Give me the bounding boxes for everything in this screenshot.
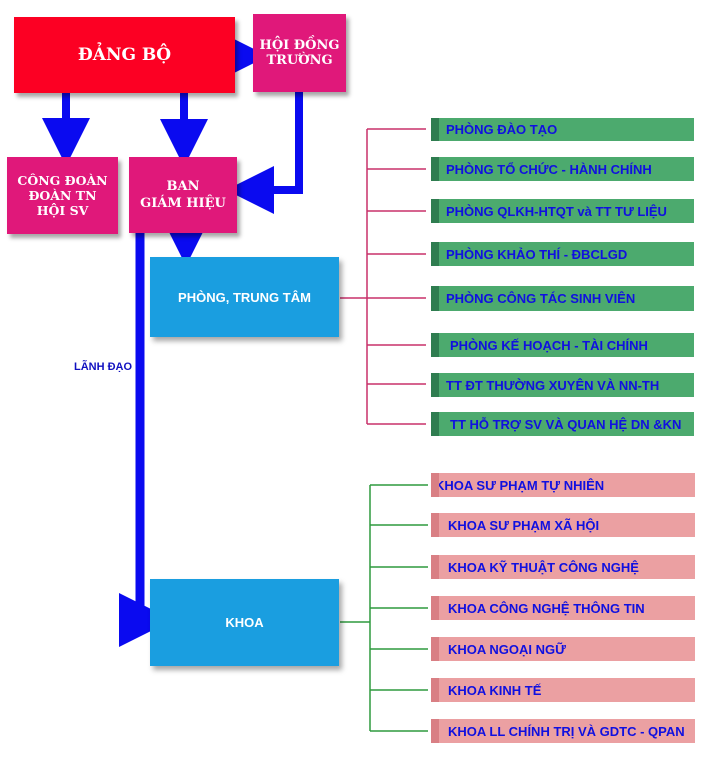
phong-trung-tam-box: PHÒNG, TRUNG TÂM [150,257,339,337]
phong-item: PHÒNG TỔ CHỨC - HÀNH CHÍNH [431,157,694,181]
phong-item-label: PHÒNG KHẢO THÍ - ĐBCLGD [446,246,628,262]
khoa-item-label: KHOA SƯ PHẠM XÃ HỘI [448,517,600,533]
phong-item-label: PHÒNG ĐÀO TẠO [446,122,558,137]
phong-item: PHÒNG KHẢO THÍ - ĐBCLGD [431,242,694,266]
phong-item: PHÒNG CÔNG TÁC SINH VIÊN [431,286,694,311]
khoa-item-label: KHOA KINH TẾ [448,682,542,698]
khoa-item-label: KHOA KỸ THUẬT CÔNG NGHỆ [448,559,639,575]
dang-bo-label: ĐẢNG BỘ [77,45,172,65]
bgh-label-line1: BAN [166,179,200,194]
bgh-label-line2: GIÁM HIỆU [140,196,226,211]
phong-item-label: PHÒNG QLKH-HTQT và TT TƯ LIỆU [446,203,667,219]
phong-item: PHÒNG ĐÀO TẠO [431,118,694,141]
khoa-item: KHOA SƯ PHẠM TỰ NHIÊN [431,473,695,497]
hoi-dong-label-line1: HỘI ĐỒNG [259,38,340,53]
phong-item: PHÒNG KẾ HOẠCH - TÀI CHÍNH [431,333,694,357]
khoa-item-label: KHOA LL CHÍNH TRỊ VÀ GDTC - QPAN [448,723,685,739]
ban-giam-hieu-box: BAN GIÁM HIỆU [129,157,237,233]
phong-item: TT ĐT THƯỜNG XUYÊN VÀ NN-TH [431,373,694,397]
phong-item-label: PHÒNG CÔNG TÁC SINH VIÊN [446,291,636,306]
phong-item-label: TT ĐT THƯỜNG XUYÊN VÀ NN-TH [446,377,660,393]
khoa-item: KHOA KINH TẾ [431,678,695,702]
phong-item-label: PHÒNG TỔ CHỨC - HÀNH CHÍNH [446,161,652,177]
khoa-item-label: KHOA SƯ PHẠM TỰ NHIÊN [435,477,605,493]
khoa-label: KHOA [225,615,264,630]
cong-doan-box: CÔNG ĐOÀN ĐOÀN TN HỘI SV [7,157,118,234]
lanh-dao-label: LÃNH ĐẠO [74,361,133,373]
khoa-box: KHOA [150,579,339,666]
khoa-item: KHOA CÔNG NGHỆ THÔNG TIN [431,596,695,620]
hoi-dong-truong-box: HỘI ĐỒNG TRƯỜNG [253,14,346,92]
arrow-hoidong-bgh [226,92,303,214]
khoa-item-label: KHOA CÔNG NGHỆ THÔNG TIN [448,600,645,616]
phong-item-label: TT HỖ TRỢ SV VÀ QUAN HỆ DN &KN [450,416,682,432]
cong-doan-label-line1: CÔNG ĐOÀN [17,173,108,188]
khoa-item: KHOA SƯ PHẠM XÃ HỘI [431,513,695,537]
dang-bo-box: ĐẢNG BỘ [14,17,235,93]
cong-doan-label-line3: HỘI SV [36,203,89,218]
phong-trung-tam-label: PHÒNG, TRUNG TÂM [178,289,311,305]
hoi-dong-label-line2: TRƯỜNG [266,53,333,68]
khoa-bracket [340,484,428,732]
phong-item-label: PHÒNG KẾ HOẠCH - TÀI CHÍNH [450,337,648,353]
khoa-item: KHOA LL CHÍNH TRỊ VÀ GDTC - QPAN [431,719,695,743]
khoa-item: KHOA NGOẠI NGỮ [431,637,695,661]
khoa-item-label: KHOA NGOẠI NGỮ [448,641,566,657]
khoa-item: KHOA KỸ THUẬT CÔNG NGHỆ [431,555,695,579]
phong-item: TT HỖ TRỢ SV VÀ QUAN HỆ DN &KN [431,412,694,436]
phong-item: PHÒNG QLKH-HTQT và TT TƯ LIỆU [431,199,694,223]
cong-doan-label-line2: ĐOÀN TN [28,188,97,203]
arrow-bgh-khoa [119,233,173,647]
phong-bracket [340,128,426,425]
